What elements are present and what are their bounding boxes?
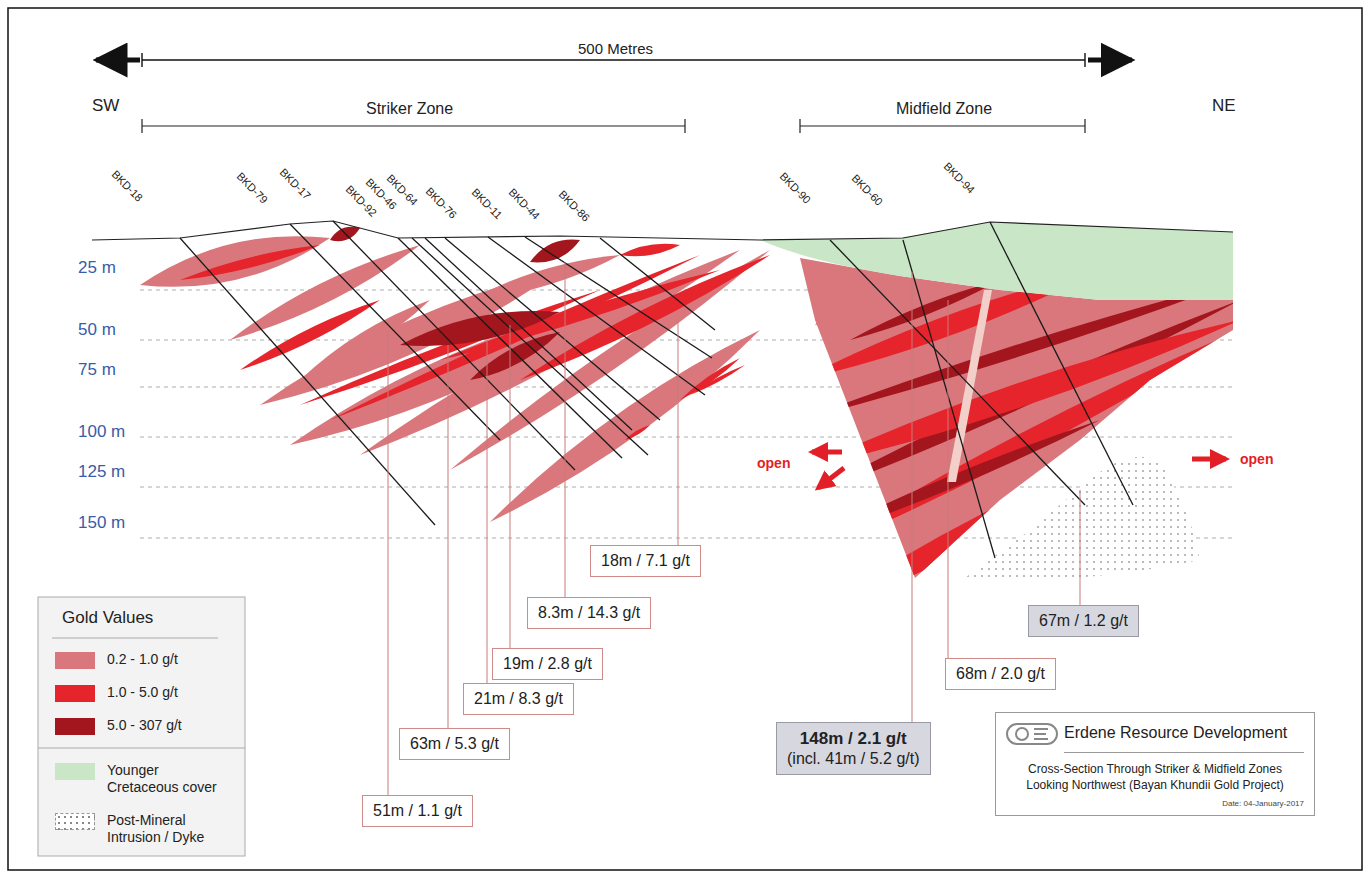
depth-label: 150 m xyxy=(78,513,125,533)
zone-label: Striker Zone xyxy=(366,100,453,118)
scale-label: 500 Metres xyxy=(578,40,653,57)
depth-label: 75 m xyxy=(78,360,116,380)
drill-hole-label: BKD-79 xyxy=(234,170,270,206)
zone-label: Midfield Zone xyxy=(896,100,992,118)
depth-label: 100 m xyxy=(78,422,125,442)
drill-hole-label: BKD-76 xyxy=(423,185,459,221)
open-label: open xyxy=(1240,451,1273,467)
drill-hole xyxy=(180,221,1133,558)
depth-label: 50 m xyxy=(78,320,116,340)
depth-label: 25 m xyxy=(78,258,116,278)
depth-label: 125 m xyxy=(78,462,125,482)
drill-hole-label: BKD-44 xyxy=(506,186,542,222)
legend-item: 0.2 - 1.0 g/t xyxy=(55,651,229,669)
ore-band xyxy=(800,320,1240,470)
frame xyxy=(8,8,1362,870)
intercept-value: 18m / 7.1 g/t xyxy=(601,551,690,571)
ore-band xyxy=(140,236,330,287)
intercept-value: 67m / 1.2 g/t xyxy=(1039,611,1128,631)
title-block: Erdene Resource DevelopmentCross-Section… xyxy=(995,712,1315,816)
ore-band xyxy=(490,330,760,522)
striker-mineralisation xyxy=(140,227,770,522)
legend-item: Post-Mineral Intrusion / Dyke xyxy=(55,812,229,846)
company-name: Erdene Resource Development xyxy=(1064,721,1304,753)
ore-body xyxy=(790,250,1240,590)
legend-swatch xyxy=(55,718,95,735)
legend-text: Post-Mineral Intrusion / Dyke xyxy=(107,812,229,846)
legend-panel xyxy=(38,597,245,856)
legend-swatch xyxy=(55,652,95,669)
intercept-value: 148m / 2.1 g/t xyxy=(787,728,920,749)
dyke xyxy=(947,290,992,482)
legend-text: Younger Cretaceous cover xyxy=(107,762,229,796)
section-title: Cross-Section Through Striker & Midfield… xyxy=(1006,761,1304,793)
intercept-value: 51m / 1.1 g/t xyxy=(373,801,462,821)
open-label: open xyxy=(757,455,790,471)
legend-text: 5.0 - 307 g/t xyxy=(107,717,229,734)
open-arrow xyxy=(812,452,1226,488)
intercept-box: 51m / 1.1 g/t xyxy=(362,795,473,827)
intercept-box: 68m / 2.0 g/t xyxy=(945,658,1056,690)
intercept-box: 63m / 5.3 g/t xyxy=(399,728,510,760)
date-note: Date: 04-January-2017 xyxy=(1006,799,1304,809)
ore-band xyxy=(800,400,1240,620)
ore-band xyxy=(360,250,740,455)
intercept-box: 8.3m / 14.3 g/t xyxy=(527,597,651,629)
legend-swatch xyxy=(55,813,95,830)
ore-band xyxy=(620,244,680,256)
legend-title: Gold Values xyxy=(62,608,153,628)
drill-hole-label: BKD-17 xyxy=(277,166,313,202)
intercept-value: 21m / 8.3 g/t xyxy=(474,689,563,709)
intercept-box: 21m / 8.3 g/t xyxy=(463,683,574,715)
drill-hole-label: BKD-11 xyxy=(469,186,505,222)
legend-item: Younger Cretaceous cover xyxy=(55,762,229,796)
legend-item: 5.0 - 307 g/t xyxy=(55,717,229,735)
direction-label: SW xyxy=(92,96,119,116)
drill-hole-label: BKD-60 xyxy=(849,172,885,208)
intercept-value: 68m / 2.0 g/t xyxy=(956,664,1045,684)
legend-item: 1.0 - 5.0 g/t xyxy=(55,684,229,702)
intercept-detail: (incl. 41m / 5.2 g/t) xyxy=(787,749,920,769)
drill-hole-label: BKD-86 xyxy=(556,188,592,224)
intrusion xyxy=(962,457,1200,581)
legend-swatch xyxy=(55,763,95,780)
ore-band xyxy=(470,332,560,380)
zone-bracket xyxy=(142,119,1085,133)
legend-swatch xyxy=(55,685,95,702)
intercept-box: 148m / 2.1 g/t(incl. 41m / 5.2 g/t) xyxy=(776,722,931,775)
ground-surface xyxy=(92,221,1233,240)
drill-hole-label: BKD-94 xyxy=(941,160,977,196)
legend-text: 1.0 - 5.0 g/t xyxy=(107,684,229,701)
ore-band xyxy=(240,300,380,370)
intercept-value: 63m / 5.3 g/t xyxy=(410,734,499,754)
midfield-mineralisation xyxy=(790,250,1240,620)
ore-band xyxy=(530,240,580,263)
intercept-box: 67m / 1.2 g/t xyxy=(1028,605,1139,637)
intercept-box: 19m / 2.8 g/t xyxy=(492,648,603,680)
company-logo xyxy=(1006,721,1058,747)
intercept-box: 18m / 7.1 g/t xyxy=(590,545,701,577)
drill-hole-label: BKD-90 xyxy=(777,170,813,206)
drill-hole-label: BKD-18 xyxy=(109,168,145,204)
intercept-value: 19m / 2.8 g/t xyxy=(503,654,592,674)
ore-band xyxy=(680,358,740,400)
direction-label: NE xyxy=(1212,96,1236,116)
leader-line xyxy=(388,262,1080,795)
legend-text: 0.2 - 1.0 g/t xyxy=(107,651,229,668)
intercept-value: 8.3m / 14.3 g/t xyxy=(538,603,640,623)
